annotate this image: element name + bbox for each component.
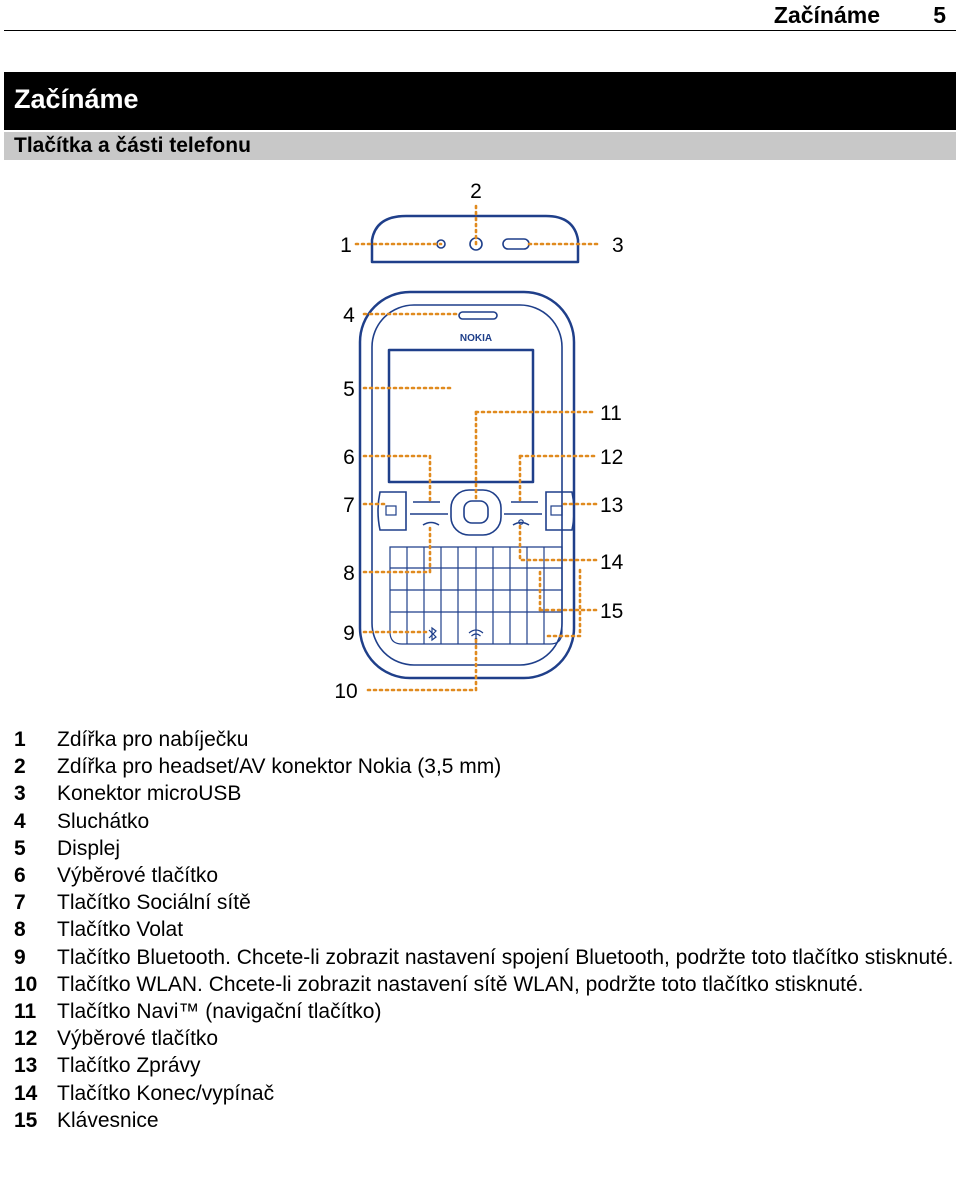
legend-number: 9 [14, 945, 26, 969]
phone-diagram: .o { fill: none; stroke: #1f3f8a; stroke… [334, 180, 623, 703]
callout-1: 1 [340, 234, 352, 257]
legend-item: 6 Výběrové tlačítko [14, 862, 954, 889]
legend-number: 11 [14, 1000, 37, 1024]
callout-15: 15 [600, 600, 623, 623]
phone-top-view [370, 214, 580, 264]
legend-number: 13 [14, 1054, 38, 1078]
legend-text: Tlačítko WLAN. Chcete-li zobrazit nastav… [57, 972, 864, 996]
legend-item: 15 Klávesnice [14, 1107, 954, 1134]
callout-4: 4 [343, 304, 355, 327]
legend-item: 11 Tlačítko Navi™ (navigační tlačítko) [14, 998, 954, 1025]
legend-text: Klávesnice [57, 1108, 159, 1132]
legend-item: 7 Tlačítko Sociální sítě [14, 889, 954, 916]
earpiece-shape [458, 311, 498, 320]
legend-item: 2 Zdířka pro headset/AV konektor Nokia (3… [14, 753, 954, 780]
legend-item: 8 Tlačítko Volat [14, 916, 954, 943]
callout-7: 7 [343, 494, 355, 517]
legend-number: 8 [14, 918, 26, 942]
legend-text: Zdířka pro nabíječku [57, 728, 249, 751]
section-title-bar: Tlačítka a části telefonu [4, 132, 956, 160]
legend-text: Výběrové tlačítko [57, 864, 219, 888]
legend-text: Sluchátko [57, 809, 150, 833]
running-header-title: Začínáme [773, 2, 880, 28]
bluetooth-icon [428, 626, 437, 642]
legend-item: 13 Tlačítko Zprávy [14, 1052, 954, 1079]
legend-number: 10 [14, 972, 38, 996]
call-key-shape [422, 521, 440, 526]
legend-number: 1 [14, 728, 26, 751]
legend-number: 2 [14, 755, 26, 779]
callout-10: 10 [334, 680, 357, 703]
legend-text: Tlačítko Volat [57, 918, 184, 942]
legend-number: 15 [14, 1108, 38, 1132]
legend-number: 4 [14, 809, 26, 833]
legend-text: Tlačítko Zprávy [57, 1054, 201, 1078]
legend-text: Tlačítko Navi™ (navigační tlačítko) [57, 1000, 382, 1024]
legend-number: 12 [14, 1027, 38, 1051]
callout-6: 6 [343, 446, 355, 469]
legend-item: 4 Sluchátko [14, 808, 954, 835]
legend-number: 5 [14, 836, 26, 860]
legend-text: Tlačítko Bluetooth. Chcete-li zobrazit n… [57, 945, 954, 969]
parts-legend: 1 Zdířka pro nabíječku 2 Zdířka pro headse… [14, 726, 954, 1134]
section-title: Tlačítka a části telefonu [14, 134, 251, 157]
callout-11: 11 [600, 402, 622, 425]
legend-text: Displej [57, 836, 121, 860]
legend-number: 3 [14, 782, 26, 806]
callout-5: 5 [343, 378, 355, 401]
legend-number: 7 [14, 891, 26, 915]
display-shape [387, 348, 535, 484]
callout-numbers: 1 2 3 4 5 6 7 8 9 10 11 12 13 14 15 [334, 180, 623, 703]
callout-9: 9 [343, 622, 355, 645]
callout-3: 3 [612, 234, 624, 257]
phone-front-view: NOKIA [358, 290, 576, 680]
legend-item: 14 Tlačítko Konec/vypínač [14, 1080, 954, 1107]
page-number: 5 [933, 2, 946, 28]
legend-text: Tlačítko Konec/vypínač [57, 1081, 275, 1105]
brand-logo: NOKIA [460, 333, 492, 344]
callout-2: 2 [470, 180, 482, 203]
legend-number: 6 [14, 864, 26, 888]
legend-item: 3 Konektor microUSB [14, 780, 954, 807]
end-key-shape [512, 521, 530, 526]
microusb-port-shape [502, 238, 530, 250]
legend-item: 5 Displej [14, 835, 954, 862]
chapter-title-bar: Začínáme [4, 72, 956, 130]
callout-8: 8 [343, 562, 355, 585]
leader-lines [354, 204, 600, 692]
legend-item: 12 Výběrové tlačítko [14, 1025, 954, 1052]
legend-item: 9 Tlačítko Bluetooth. Chcete-li zobrazit … [14, 944, 954, 971]
running-header: Začínáme 5 [4, 0, 956, 31]
callout-14: 14 [600, 551, 624, 574]
legend-text: Konektor microUSB [57, 782, 242, 806]
legend-item: 1 Zdířka pro nabíječku [14, 726, 954, 753]
legend-number: 14 [14, 1081, 38, 1105]
legend-item: 10 Tlačítko WLAN. Chcete-li zobrazit nast… [14, 971, 954, 998]
callout-13: 13 [600, 494, 623, 517]
callout-12: 12 [600, 446, 623, 469]
chapter-title: Začínáme [14, 84, 139, 114]
legend-text: Výběrové tlačítko [57, 1027, 219, 1051]
legend-text: Tlačítko Sociální sítě [57, 891, 251, 915]
legend-text: Zdířka pro headset/AV konektor Nokia (3,… [57, 755, 502, 779]
